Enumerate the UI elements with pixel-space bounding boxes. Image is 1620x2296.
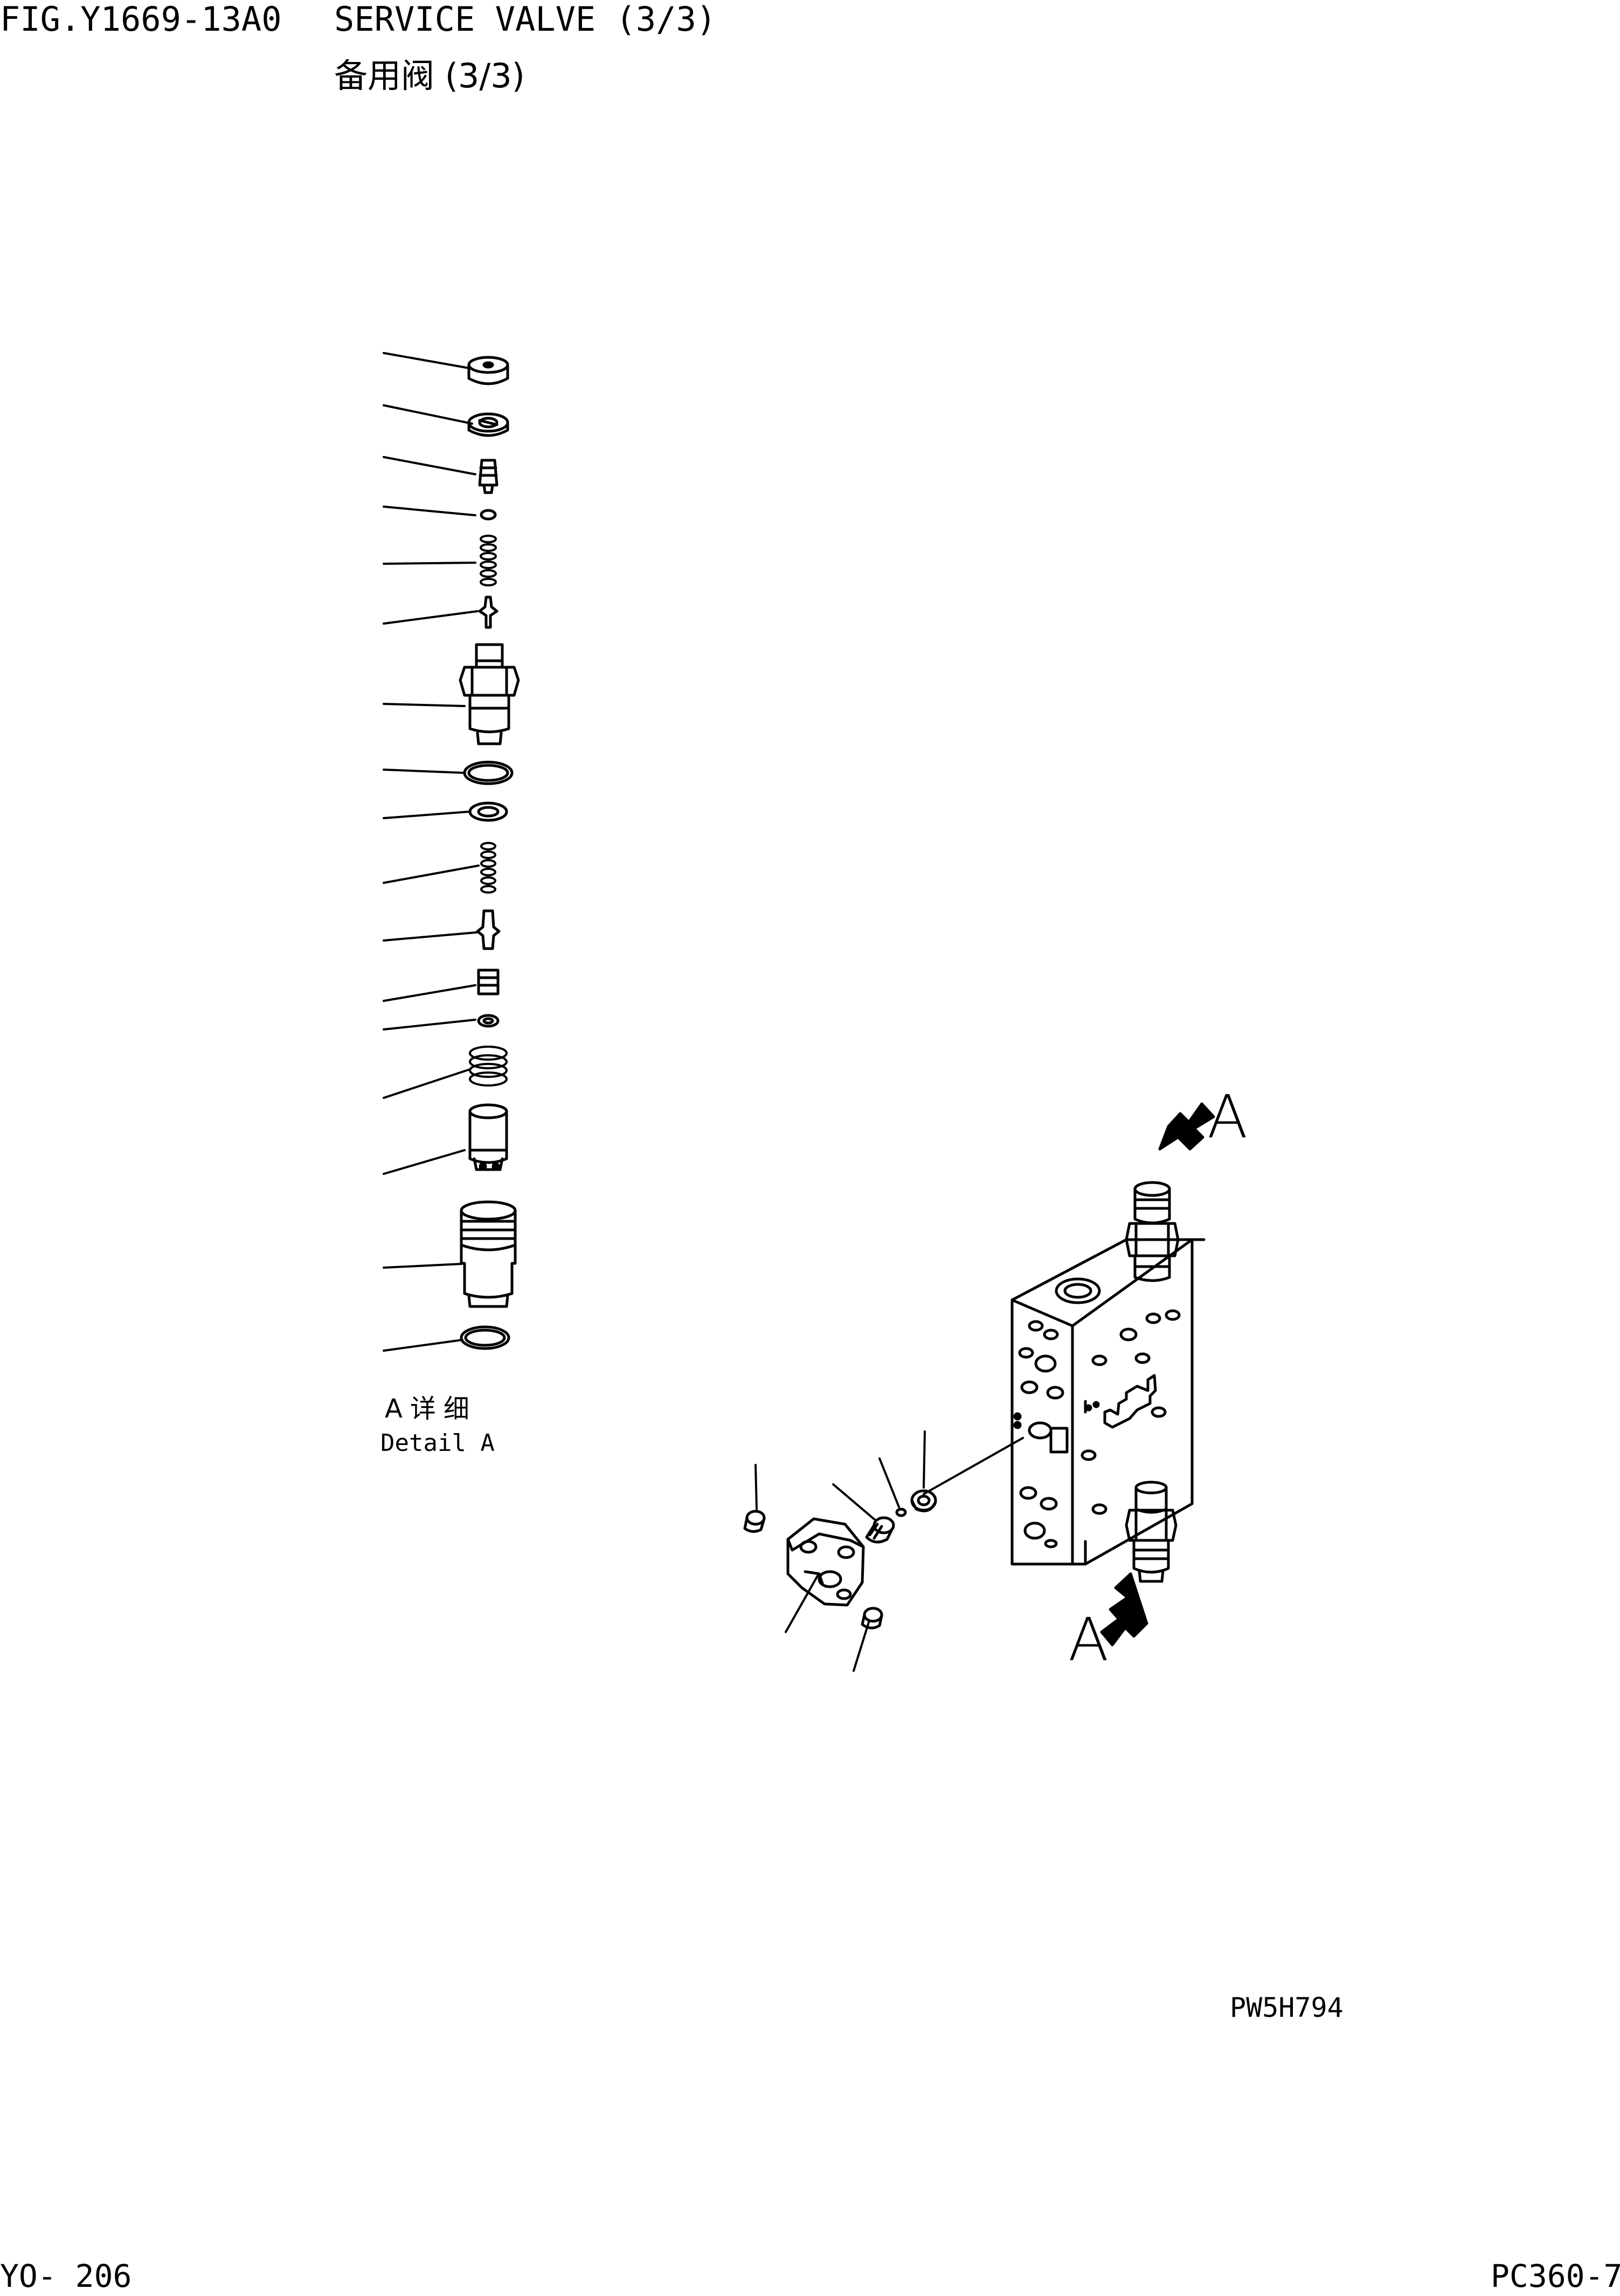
poppet-part: [478, 596, 499, 629]
page-number: YO- 206: [0, 2258, 132, 2294]
o-ring-part-2: [460, 1325, 510, 1350]
large-spring-part: [469, 1046, 508, 1087]
valve-block: [1010, 1238, 1206, 1566]
valve-assembly: [743, 1102, 1215, 1672]
view-label-bottom: A: [1068, 1605, 1109, 1674]
plug-part: [865, 1516, 895, 1544]
view-arrow-bottom: [1100, 1572, 1148, 1647]
drawing-code: PW5H794: [1230, 1992, 1344, 2023]
spring-part: [480, 535, 497, 586]
cap-screw-part: [743, 1510, 766, 1533]
backup-ring-part: [468, 801, 508, 822]
model-number: PC360-7: [1491, 2258, 1620, 2294]
washer-part: [910, 1489, 937, 1512]
small-o-ring-part: [480, 509, 497, 521]
cap-nut-part: [467, 356, 509, 385]
spring-part-2: [480, 842, 496, 894]
sleeve-part: [468, 1103, 508, 1171]
svg-text:A: A: [1207, 1082, 1248, 1151]
svg-text:A: A: [1068, 1605, 1109, 1674]
relief-valve-top: [1125, 1181, 1180, 1282]
cover-part: [786, 1517, 865, 1607]
assembly-leader-line: [923, 1437, 1024, 1495]
assembly-part-leaders: [754, 1430, 926, 1672]
figure-number: FIG.Y1669-13A0: [0, 0, 282, 39]
seat-part: [477, 969, 500, 995]
cap-screw-part-2: [861, 1607, 883, 1629]
title-english: SERVICE VALVE (3/3): [334, 0, 717, 39]
detail-a-part-stack: [383, 352, 520, 1352]
view-label-top: A: [1207, 1082, 1248, 1151]
title-chinese: 备用阀 (3/3): [334, 56, 525, 95]
relief-valve-bottom: [1125, 1481, 1178, 1583]
adjust-screw-part: [478, 459, 499, 494]
detail-caption-english: Detail A: [380, 1429, 495, 1457]
view-arrow-top: [1158, 1102, 1215, 1151]
lock-nut-part: [467, 412, 509, 437]
main-poppet-part: [460, 1200, 517, 1308]
valve-plug-part: [459, 643, 520, 745]
o-ring-part: [463, 760, 514, 785]
small-seal-part: [895, 1507, 907, 1517]
leader-lines: [383, 352, 480, 1352]
piston-part: [476, 909, 501, 950]
detail-caption-chinese: A详细: [385, 1394, 477, 1424]
small-ring-part: [477, 1014, 500, 1028]
